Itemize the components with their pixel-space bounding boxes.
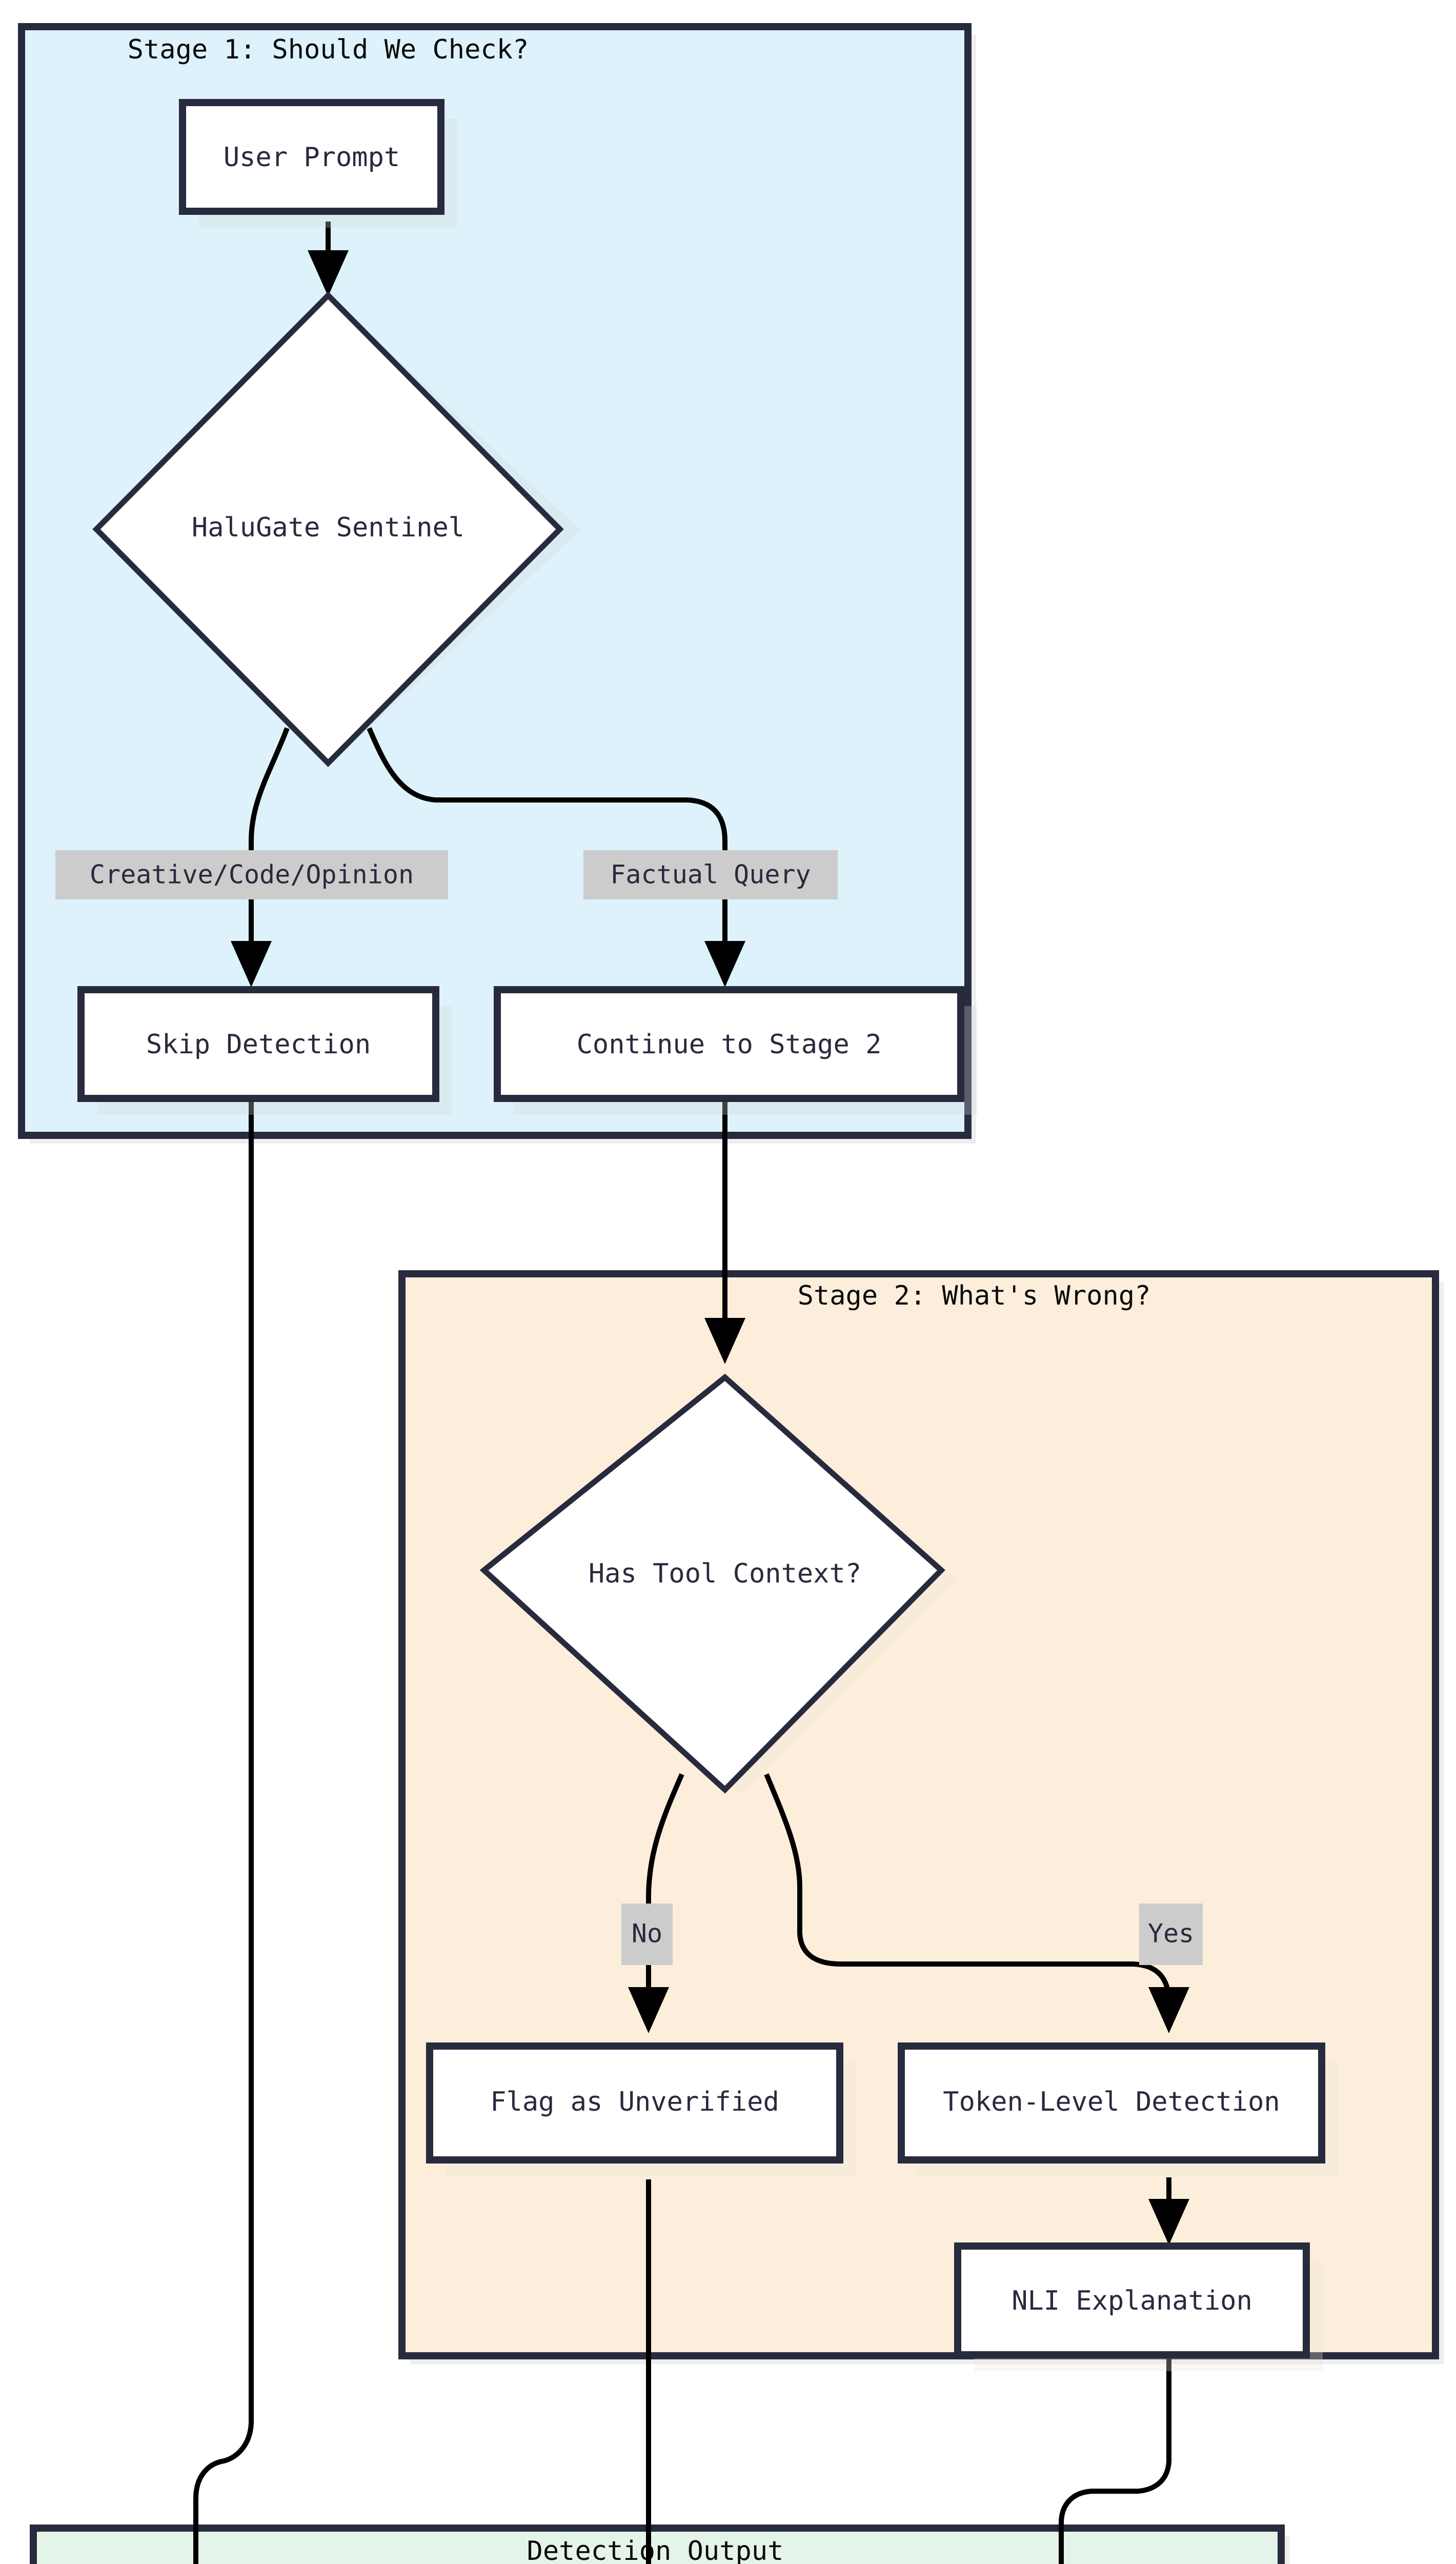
- nli-explanation-label: NLI Explanation: [1012, 2286, 1252, 2316]
- edge-halugate-to-skip-detection: [231, 727, 290, 987]
- edge-token-level-to-nli-explanation: [1148, 2177, 1189, 2245]
- node-skip-detection[interactable]: Skip Detection: [77, 986, 452, 1115]
- node-continue-to-stage-2[interactable]: Continue to Stage 2: [494, 986, 977, 1115]
- continue-to-stage-2-box[interactable]: [494, 986, 964, 1102]
- node-token-level-detection[interactable]: Token-Level Detection: [898, 2042, 1338, 2176]
- token-level-detection-box[interactable]: [898, 2042, 1325, 2164]
- edge-label-factual-query: Factual Query: [583, 850, 838, 899]
- node-nli-explanation[interactable]: NLI Explanation: [954, 2242, 1323, 2371]
- output-title: Detection Output: [527, 2536, 784, 2564]
- edge-flag-unverified-to-warning-header: [646, 2179, 651, 2564]
- halugate-sentinel-label: HaluGate Sentinel: [192, 512, 464, 543]
- user-prompt-label: User Prompt: [224, 142, 400, 173]
- edge-has-tool-context-to-flag-unverified: [628, 1773, 684, 2033]
- cluster-output: Detection Output: [30, 2525, 1289, 2564]
- output-background: [30, 2525, 1285, 2564]
- edge-label-no: No: [621, 1904, 673, 1965]
- edge-label-yes: Yes: [1139, 1904, 1203, 1965]
- edge-continue-stage2-to-has-tool-context: [704, 1101, 745, 1364]
- user-prompt-box[interactable]: [179, 99, 444, 215]
- edge-skip-detection-to-pass-through: [193, 1100, 254, 2564]
- nli-explanation-box[interactable]: [954, 2242, 1310, 2358]
- token-level-detection-label: Token-Level Detection: [943, 2087, 1280, 2117]
- node-flag-as-unverified[interactable]: Flag as Unverified: [426, 2042, 856, 2176]
- continue-to-stage-2-label: Continue to Stage 2: [577, 1029, 882, 1060]
- node-user-prompt[interactable]: User Prompt: [179, 99, 457, 228]
- stage2-title: Stage 2: What's Wrong?: [798, 1280, 1151, 1311]
- edge-has-tool-context-to-token-level: [764, 1773, 1189, 2033]
- skip-detection-label: Skip Detection: [146, 1029, 371, 1060]
- halugate-sentinel-diamond[interactable]: [92, 291, 564, 767]
- node-halugate-sentinel[interactable]: HaluGate Sentinel: [92, 291, 580, 767]
- edge-nli-explanation-to-detailed-report: [1059, 2333, 1171, 2564]
- flag-as-unverified-box[interactable]: [426, 2042, 843, 2164]
- svg-text:Yes: Yes: [1148, 1919, 1194, 1949]
- stage2-background: [398, 1270, 1439, 2359]
- skip-detection-box[interactable]: [77, 986, 439, 1102]
- svg-text:Creative/Code/Opinion: Creative/Code/Opinion: [90, 860, 414, 890]
- edge-halugate-to-continue-stage2: [367, 727, 745, 987]
- node-has-tool-context[interactable]: Has Tool Context?: [479, 1373, 957, 1795]
- edge-label-creative-code-opinion: Creative/Code/Opinion: [55, 850, 448, 899]
- stage1-title: Stage 1: Should We Check?: [128, 34, 529, 65]
- svg-text:No: No: [632, 1919, 662, 1949]
- has-tool-context-label: Has Tool Context?: [589, 1558, 861, 1589]
- has-tool-context-diamond[interactable]: [479, 1373, 945, 1794]
- flag-as-unverified-label: Flag as Unverified: [490, 2087, 779, 2117]
- cluster-stage2: Stage 2: What's Wrong?: [398, 1270, 1444, 2364]
- edge-user-prompt-to-halugate: [308, 222, 349, 296]
- svg-text:Factual Query: Factual Query: [610, 860, 811, 890]
